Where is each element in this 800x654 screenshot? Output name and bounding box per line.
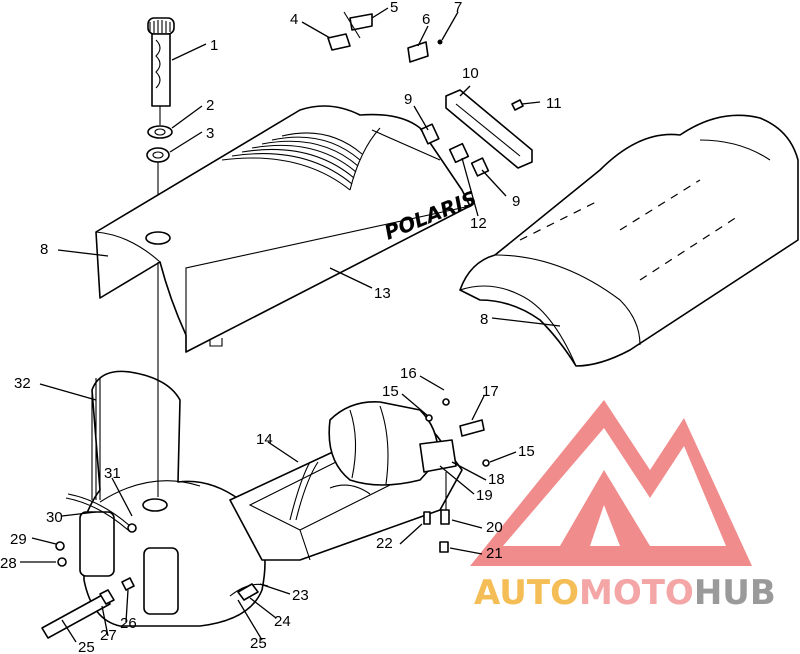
callout-32: 32 [14, 375, 31, 392]
callout-25: 25 [78, 639, 95, 654]
callout-2: 2 [206, 97, 214, 114]
tank-cap-neck [142, 498, 168, 512]
switch-19 [419, 439, 457, 473]
callout-9: 9 [512, 193, 520, 210]
callout-19: 19 [476, 487, 493, 504]
bolt-22 [423, 511, 431, 525]
watermark-text: AUTOMOTOHUB [474, 573, 776, 613]
callout-labels: 1 2 3 4 5 6 7 8 8 9 9 10 11 12 13 14 15 … [0, 0, 562, 654]
callout-17: 17 [482, 383, 499, 400]
callout-5: 5 [390, 0, 398, 16]
callout-4: 4 [290, 11, 298, 28]
callout-8: 8 [480, 311, 488, 328]
clamp-26 [121, 577, 135, 591]
bolt-12 [448, 142, 470, 164]
screw-7 [437, 39, 443, 45]
callout-28: 28 [0, 555, 17, 572]
callout-15: 15 [518, 443, 535, 460]
clip-29 [55, 541, 65, 551]
callout-8: 8 [40, 241, 48, 258]
screw-11 [511, 99, 524, 111]
screw-16 [442, 398, 450, 406]
washer [147, 125, 173, 139]
fuel-tank-assembly [79, 370, 490, 627]
callout-20: 20 [486, 519, 503, 536]
callout-27: 27 [100, 627, 117, 644]
grommet [146, 147, 170, 163]
callout-11: 11 [546, 95, 562, 112]
callout-31: 31 [104, 465, 121, 482]
callout-21: 21 [486, 545, 503, 562]
callout-16: 16 [400, 365, 417, 382]
callout-13: 13 [374, 285, 391, 302]
callout-12: 12 [470, 215, 487, 232]
watermark-logo [470, 400, 752, 566]
callout-25: 25 [250, 635, 267, 652]
fuel-filter-right [143, 547, 179, 615]
callout-29: 29 [10, 531, 27, 548]
callout-7: 7 [454, 0, 462, 16]
callout-26: 26 [120, 615, 137, 632]
callout-14: 14 [256, 431, 273, 448]
filler-hole [145, 231, 171, 245]
bolt-21 [439, 541, 449, 553]
bracket-17 [459, 419, 485, 437]
nut-15a [425, 414, 433, 422]
nut-15b [482, 459, 490, 467]
fuel-pump [237, 583, 259, 601]
clip-4 [327, 33, 351, 51]
seat-assembly-top: POLARIS [95, 105, 480, 353]
clip-5 [349, 13, 373, 31]
plate-6 [407, 41, 429, 63]
fuel-filter-left [79, 511, 115, 577]
leader-lines [20, 7, 561, 643]
callout-10: 10 [462, 65, 479, 82]
callout-1: 1 [210, 37, 218, 54]
spacer-20 [440, 509, 450, 525]
seat-cover [459, 114, 799, 367]
bracket-hardware [327, 11, 533, 177]
callout-24: 24 [274, 613, 291, 630]
callout-30: 30 [46, 509, 63, 526]
callout-15: 15 [382, 383, 399, 400]
callout-6: 6 [422, 11, 430, 28]
fuel-hose-25 [41, 593, 111, 639]
washer-28 [57, 557, 67, 567]
callout-22: 22 [376, 535, 393, 552]
callout-3: 3 [206, 125, 214, 142]
callout-9: 9 [404, 91, 412, 108]
bushing-9b [470, 157, 490, 177]
filler-cap-assembly [146, 17, 175, 235]
callout-18: 18 [488, 471, 505, 488]
callout-23: 23 [292, 587, 309, 604]
fuel-lines [41, 262, 159, 639]
